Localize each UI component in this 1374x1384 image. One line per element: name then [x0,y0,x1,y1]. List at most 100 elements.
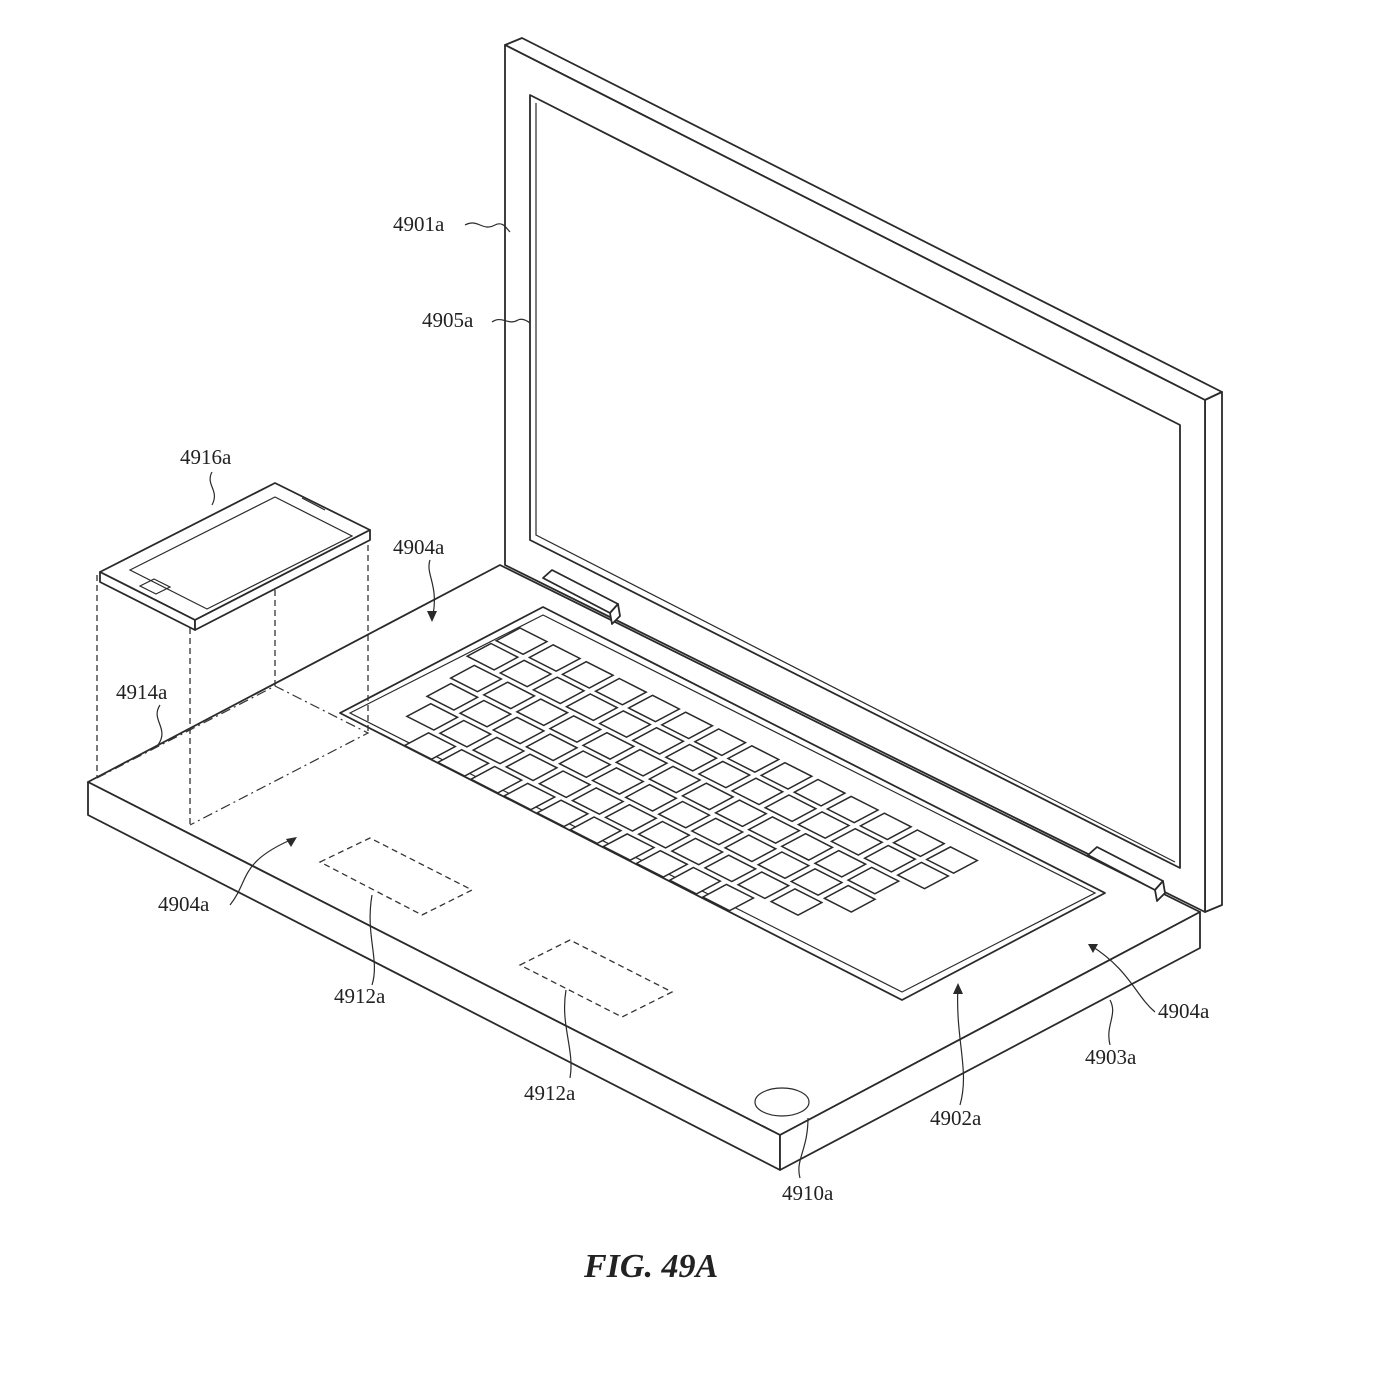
keyboard-key [862,844,917,873]
keyboard-key [846,866,901,895]
keyboard-key [825,795,880,824]
keyboard-key [570,787,625,816]
leader-lines [156,222,1156,1179]
keyboard-key [896,861,950,890]
display-screen [529,94,1181,869]
keyboard-key [601,833,656,862]
label-mobile-device: 4916a [180,445,232,469]
keyboard-key [524,733,579,762]
keyboard-key [531,676,586,705]
keyboard [339,606,1106,1001]
label-display-housing: 4901a [393,212,445,236]
keyboard-key [498,659,553,688]
keyboard-key [693,728,748,757]
keyboard-key [603,803,658,832]
keyboard-key [736,871,791,900]
keyboard-key [813,849,868,878]
label-trackpad-region-left: 4912a [334,984,386,1008]
keyboard-key [515,698,570,727]
keyboard-key [471,736,526,765]
keyboard-key [829,827,884,856]
keyboard-key [405,702,460,731]
keyboard-key [631,726,686,755]
keyboard-key [537,770,592,799]
keyboard-key [713,799,768,828]
keyboard-key [701,883,756,912]
keyboard-key [598,710,652,739]
keyboard-key [723,834,778,863]
keyboard-key [780,832,835,861]
keyboard-key [548,715,603,744]
keyboard-key [747,816,801,845]
figure-caption: FIG. 49A [583,1248,718,1285]
label-keyboard: 4902a [930,1106,982,1130]
keyboard-key [668,866,722,895]
keyboard-key [680,782,735,811]
keyboard-key [730,777,785,806]
keyboard-key [438,719,493,748]
keyboard-key [759,761,814,790]
keyboard-key [657,800,712,829]
keyboard-key [491,716,546,745]
label-button-region: 4910a [782,1181,834,1205]
keyboard-key [590,766,645,795]
keyboard-key [660,711,715,740]
label-input-region-right: 4904a [1158,999,1210,1023]
keyboard-key [403,731,457,761]
keyboard-key [425,682,480,711]
keyboard-key [535,799,590,828]
keyboard-key [726,744,781,774]
mobile-device [96,482,371,826]
keyboard-key [560,660,615,689]
keyboard-key [634,849,689,878]
keyboard-key [769,888,824,917]
keyboard-key [564,693,619,722]
keyboard-key [796,811,851,840]
keyboard-key [703,854,758,883]
keyboard-key [557,750,612,779]
keyboard-key [494,627,549,656]
keyboard-key [593,677,648,706]
keyboard-key [527,643,582,673]
display-lid [504,37,1223,913]
keyboard-key [756,851,811,880]
keyboard-key [792,778,847,807]
keyboard-key [502,782,557,811]
keyboard-key [647,765,702,794]
keyboard-key [822,884,877,913]
label-projection-region: 4914a [116,680,168,704]
label-base-housing: 4903a [1085,1045,1137,1069]
trackpad-region-left [318,837,474,916]
keyboard-key [458,699,513,728]
label-input-region-top: 4904a [393,535,445,559]
keyboard-key [624,783,678,812]
keyboard-key [627,694,681,723]
keyboard-key [697,760,752,789]
keyboard-key [504,753,559,782]
keyboard-key [482,681,537,710]
keyboard-key [670,837,725,866]
keyboard-key [614,748,669,777]
keyboard-key [925,846,979,875]
keyboard-key [436,748,491,777]
label-display-screen: 4905a [422,308,474,332]
button-region [754,1087,810,1117]
keyboard-key [891,829,946,858]
hinges [542,569,1166,902]
label-input-region-left: 4904a [158,892,210,916]
trackpad-region-right [518,939,674,1018]
keyboard-key [581,731,636,760]
keyboard-key [637,820,691,849]
keyboard-key [690,817,745,846]
label-trackpad-region-right: 4912a [524,1081,576,1105]
keyboard-key [763,794,818,823]
reference-labels: 4901a 4905a 4916a 4904a 4914a 4904a 4912… [116,212,1210,1205]
keyboard-key [858,812,913,841]
keyboard-key [465,642,520,671]
keyboard-key [449,664,503,693]
keyboard-key [469,765,524,794]
keyboard-key [789,867,844,897]
keyboard-key [664,743,719,772]
keyboard-key [568,816,623,845]
